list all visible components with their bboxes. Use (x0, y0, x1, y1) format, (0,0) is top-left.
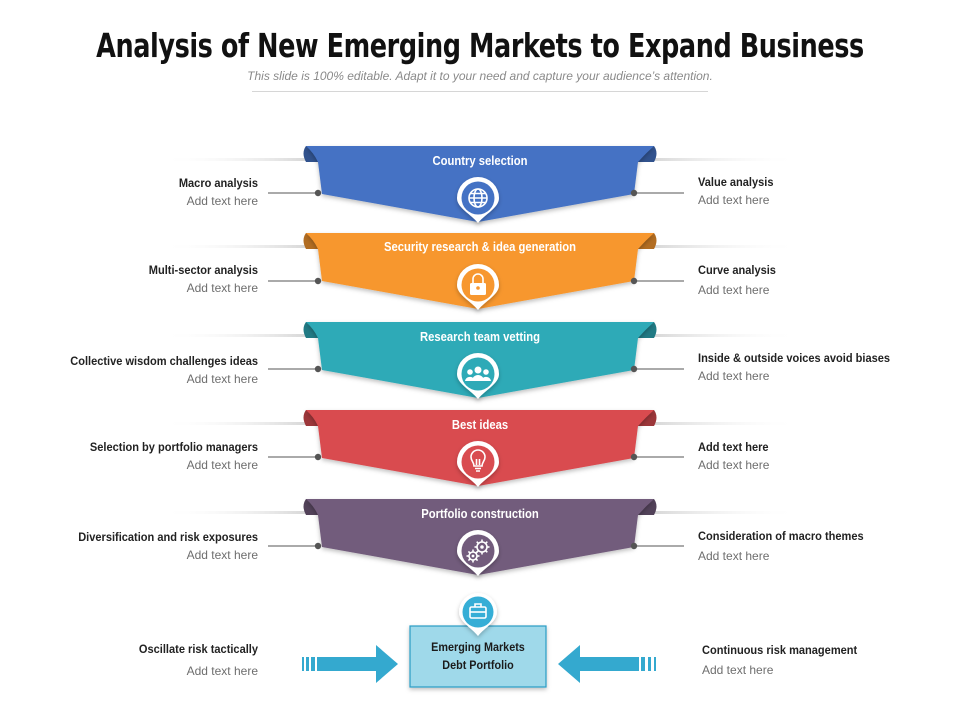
right-item-2: Curve analysis Add text here (698, 262, 938, 299)
left-item-heading: Macro analysis (178, 176, 258, 190)
right-item-subtext: Add text here (698, 193, 770, 207)
band-pin (457, 353, 499, 399)
right-item-heading: Value analysis (698, 175, 774, 189)
left-arrow (302, 645, 398, 683)
band-label-research-team-vetting: Research team vetting (419, 330, 541, 344)
band-label-best-ideas: Best ideas (451, 418, 509, 432)
left-item-3: Collective wisdom challenges ideas Add t… (18, 353, 258, 388)
left-item-subtext: Add text here (186, 548, 258, 562)
briefcase-icon (469, 603, 487, 619)
band-shadow-left (160, 245, 320, 248)
band-label-security-research: Security research & idea generation (384, 240, 576, 254)
left-item-5: Diversification and risk exposures Add t… (18, 529, 258, 564)
band-shadow-right (640, 422, 800, 425)
funnel-band-1 (160, 146, 800, 223)
right-item-5: Consideration of macro themes Add text h… (698, 528, 938, 565)
team-icon (465, 366, 491, 381)
left-item-2: Multi-sector analysis Add text here (18, 262, 258, 297)
right-item-heading: Continuous risk management (702, 643, 858, 657)
right-item-heading: Add text here (698, 440, 769, 454)
right-item-3: Inside & outside voices avoid biases Add… (698, 350, 918, 385)
left-item-subtext: Add text here (186, 281, 258, 295)
band-shadow-left (160, 158, 320, 161)
right-arrow (558, 645, 656, 683)
right-item-heading: Consideration of macro themes (698, 529, 864, 543)
left-item-subtext: Add text here (186, 458, 258, 472)
target-line-1: Emerging Markets (431, 640, 525, 654)
page-title: Analysis of New Emerging Markets to Expa… (96, 26, 864, 65)
right-item-subtext: Add text here (698, 283, 770, 297)
target-line-2: Debt Portfolio (442, 658, 514, 672)
right-item-subtext: Add text here (698, 549, 770, 563)
page-subtitle: This slide is 100% editable. Adapt it to… (247, 69, 713, 83)
band-pin (457, 177, 499, 223)
left-item-4: Selection by portfolio managers Add text… (18, 439, 258, 474)
lock-icon (470, 273, 486, 295)
band-shadow-left (160, 334, 320, 337)
left-item-heading: Collective wisdom challenges ideas (70, 354, 258, 368)
band-label-country-selection: Country selection (432, 154, 528, 168)
left-item-heading: Diversification and risk exposures (78, 530, 258, 544)
funnel-band-3 (160, 322, 800, 399)
band-shadow-left (160, 511, 320, 514)
right-item-subtext: Add text here (698, 369, 770, 383)
band-label-portfolio-construction: Portfolio construction (421, 507, 539, 521)
target-box-label: Emerging Markets Debt Portfolio (417, 638, 539, 674)
right-item-subtext: Add text here (698, 458, 770, 472)
right-item-6: Continuous risk management Add text here (702, 642, 942, 679)
right-item-4: Add text here Add text here (698, 439, 938, 474)
band-shadow-right (640, 334, 800, 337)
globe-icon (468, 188, 488, 208)
right-item-heading: Curve analysis (698, 263, 776, 277)
right-item-1: Value analysis Add text here (698, 174, 938, 209)
band-pin (457, 530, 499, 576)
band-shadow-left (160, 422, 320, 425)
funnel-band-2 (160, 233, 800, 310)
funnel-band-4 (160, 410, 800, 487)
target-box (409, 625, 547, 688)
band-shadow-right (640, 511, 800, 514)
left-item-subtext: Add text here (186, 664, 258, 678)
left-item-6: Oscillate risk tactically Add text here (18, 641, 258, 680)
lightbulb-icon (470, 449, 486, 472)
right-item-subtext: Add text here (702, 663, 774, 677)
left-item-heading: Multi-sector analysis (148, 263, 258, 277)
left-item-heading: Selection by portfolio managers (89, 440, 259, 454)
left-item-subtext: Add text here (186, 372, 258, 386)
band-shadow-right (640, 158, 800, 161)
band-pin (457, 441, 499, 487)
target-pin (459, 593, 497, 636)
gears-icon (466, 539, 490, 563)
band-shadow-right (640, 245, 800, 248)
title-divider (252, 91, 708, 92)
left-item-1: Macro analysis Add text here (18, 175, 258, 210)
right-item-heading: Inside & outside voices avoid biases (698, 351, 891, 365)
left-item-subtext: Add text here (186, 194, 258, 208)
band-pin (457, 264, 499, 310)
left-item-heading: Oscillate risk tactically (138, 642, 258, 656)
funnel-band-5 (160, 499, 800, 576)
